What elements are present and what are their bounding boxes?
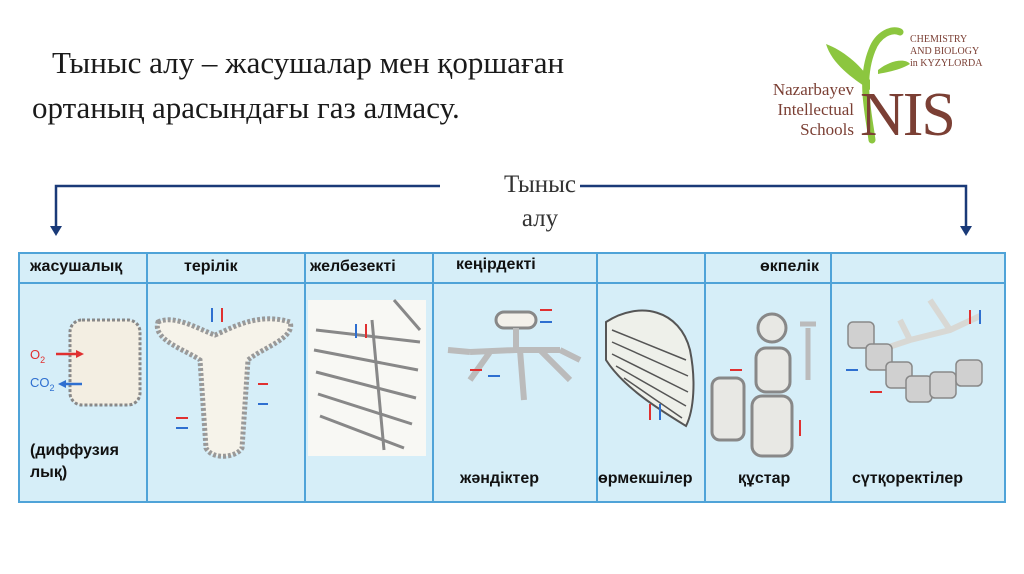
o2-label: O2: [30, 347, 45, 365]
gill-illustration: [308, 300, 426, 456]
animal-mammals: сүтқоректілер: [852, 470, 963, 488]
animal-insects: жәндіктер: [460, 470, 539, 488]
diffusion-note: (диффузия лық): [30, 440, 119, 484]
trachea-illustration: [448, 310, 580, 400]
bird-lung-illustration: [712, 314, 816, 456]
alveoli-illustration: [846, 300, 982, 402]
animal-birds: құстар: [738, 470, 790, 488]
animal-spiders: өрмекшілер: [598, 470, 692, 488]
cell-illustration: O2 CO2: [30, 320, 140, 405]
co2-label: CO2: [30, 375, 55, 393]
flatworm-illustration: [157, 308, 290, 456]
diffusion-note-line2: лық): [30, 462, 119, 484]
book-lung-illustration: [606, 311, 693, 426]
diffusion-note-line1: (диффузия: [30, 440, 119, 462]
